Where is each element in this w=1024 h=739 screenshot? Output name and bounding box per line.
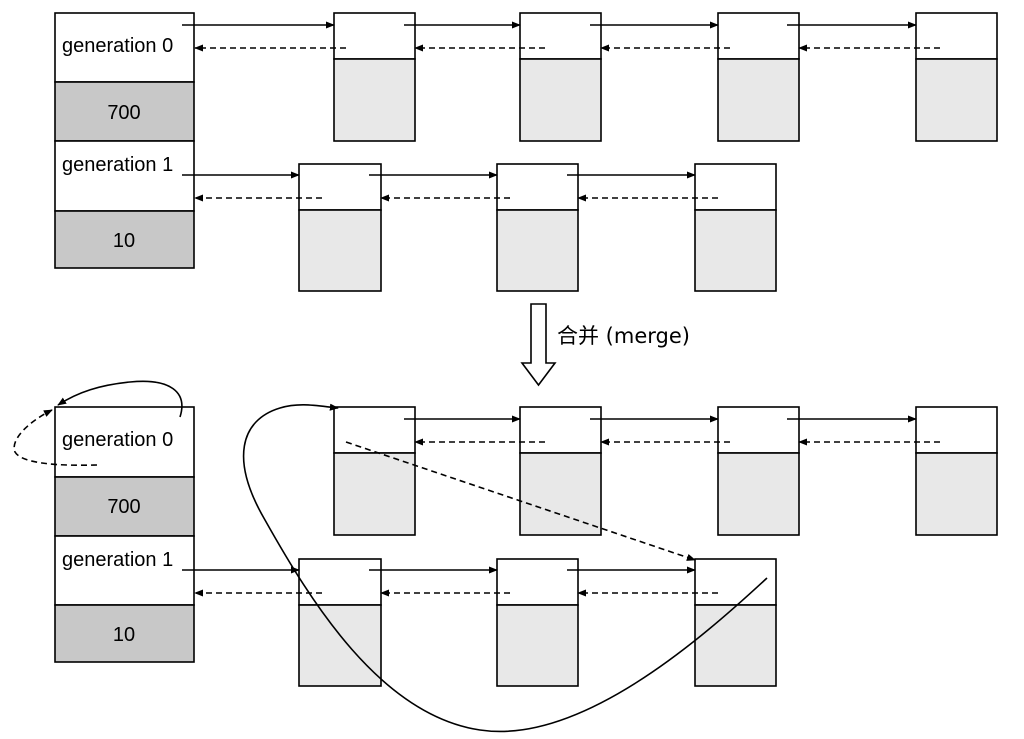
after-generation0-header: generation 0 700 [54,406,195,537]
merge-label: 合并 (merge) [557,324,690,348]
after-generation0-node-4 [915,406,998,536]
after-generation0-node-1 [333,406,416,536]
after-generation0-node-3 [717,406,800,536]
after-generation1-label-cell [54,535,195,606]
down-arrow-icon [520,303,557,387]
after-generation1-count-cell [54,604,195,663]
after-section: generation 0 700 generation 1 10 [13,380,998,733]
before-generation1-header: generation 1 10 [54,140,195,269]
after-generation0-label: generation 0 [62,429,173,451]
before-generation1-count-cell [54,210,195,269]
before-generation0-node-1 [333,12,416,142]
after-merged-prev-link [345,441,696,561]
after-generation0-count-cell [54,476,195,537]
before-generation0-node-4 [915,12,998,142]
before-generation0-header: generation 0 700 [54,12,195,142]
after-generation1-header: generation 1 10 [54,535,195,663]
before-generation0-node-3 [717,12,800,142]
after-merged-next-link [242,403,768,733]
before-generation0-count: 700 [107,102,140,124]
before-generation0-label-cell [54,12,195,83]
before-generation1-count: 10 [113,230,135,252]
after-generation1-label: generation 1 [62,549,173,571]
after-gen0-self-prev-link [13,409,98,467]
before-generation0-count-cell [54,81,195,142]
before-generation1-node-2 [496,163,579,292]
before-generation0-label: generation 0 [62,35,173,57]
after-generation0-node-2 [519,406,602,536]
before-section: generation 0 700 generation 1 10 [54,12,998,292]
before-generation0-node-2 [519,12,602,142]
after-generation0-label-cell [54,406,195,478]
after-generation1-node-2 [496,558,579,687]
before-generation1-node-3 [694,163,777,292]
before-generation1-label: generation 1 [62,154,173,176]
merge-indicator: 合并 (merge) [520,303,690,387]
after-generation0-count: 700 [107,496,140,518]
after-gen0-self-next-link [57,380,183,418]
after-generation1-count: 10 [113,624,135,646]
after-generation1-node-3 [694,558,777,687]
before-generation1-node-1 [298,163,382,292]
before-generation1-label-cell [54,140,195,212]
